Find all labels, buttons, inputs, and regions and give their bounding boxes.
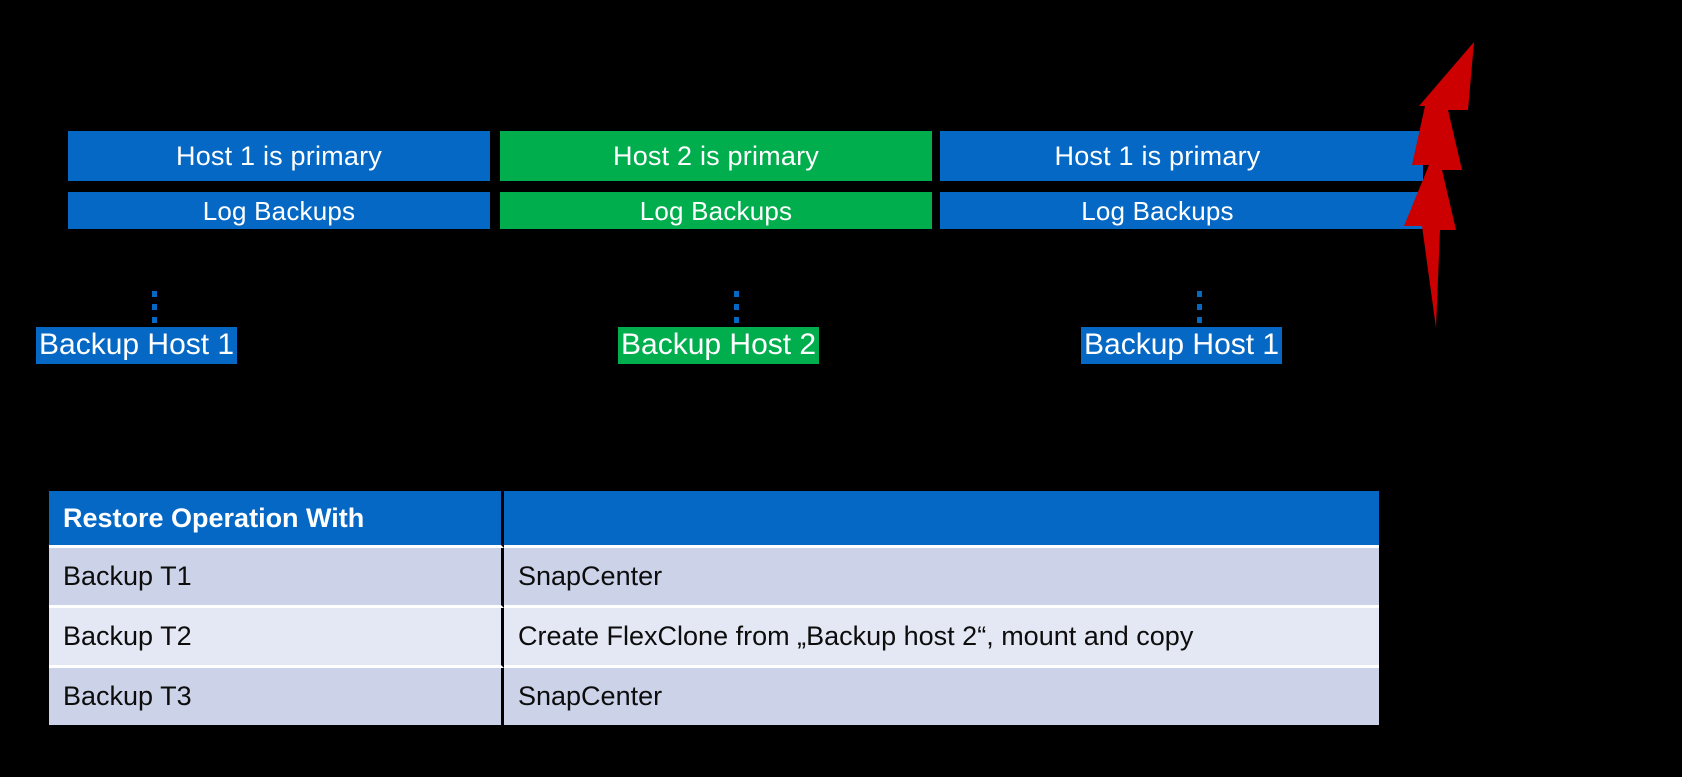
table-cell-operation: Backup T2 [49,608,504,668]
table-cell-method: SnapCenter [504,668,1379,725]
timeline-bar-host1-primary-second: Host 1 is primary [940,131,1423,181]
dotted-connector-line [734,291,739,325]
timeline-bar-log-backups-first: Log Backups [68,192,490,229]
timeline-bar-label: Log Backups [202,195,356,226]
timeline-bar-host2-primary: Host 2 is primary [500,131,932,181]
timeline-bar-label: Host 1 is primary [1054,140,1261,171]
dotted-connector-line [1197,291,1202,325]
backup-host-1-left-label: Backup Host 1 [36,327,238,364]
timeline-bar-label: Host 2 is primary [613,140,819,171]
timeline-bar-log-backups-third: Log Backups [940,192,1423,229]
backup-host-2-label: Backup Host 2 [618,327,820,364]
table-cell-operation: Backup T1 [49,548,504,608]
table-header-row: Restore Operation With [49,491,1379,548]
table-row: Backup T3 SnapCenter [49,668,1379,725]
timeline-bar-log-backups-second: Log Backups [500,192,932,229]
timeline-bar-label: Log Backups [639,195,793,226]
table-header-method [504,491,1379,548]
timeline-bar-label: Log Backups [1081,195,1234,226]
table-header-operation: Restore Operation With [49,491,504,548]
backup-host-1-right-label: Backup Host 1 [1081,327,1283,364]
table-row: Backup T2 Create FlexClone from „Backup … [49,608,1379,668]
table-row: Backup T1 SnapCenter [49,548,1379,608]
restore-operations-table: Restore Operation With Backup T1 SnapCen… [49,491,1379,725]
lightning-bolt-shape [1404,42,1474,328]
timeline-bar-host1-primary-first: Host 1 is primary [68,131,490,181]
table-cell-method: SnapCenter [504,548,1379,608]
table-cell-method: Create FlexClone from „Backup host 2“, m… [504,608,1379,668]
dotted-connector-line [152,291,157,325]
timeline-bar-label: Host 1 is primary [176,140,382,171]
table-cell-operation: Backup T3 [49,668,504,725]
lightning-bolt-icon [1404,42,1474,328]
